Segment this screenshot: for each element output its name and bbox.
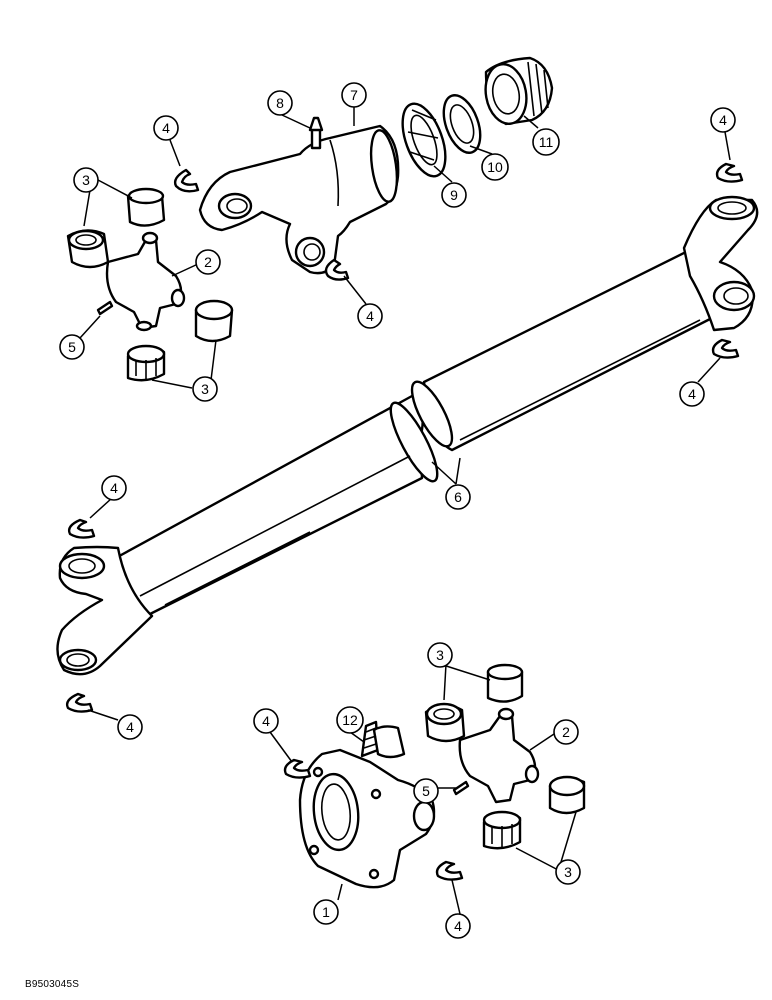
- grease-fitting-top: [308, 116, 324, 150]
- callout-9-label: 9: [450, 187, 458, 203]
- callout-4-h: 4: [445, 913, 471, 939]
- callout-4-c: 4: [710, 107, 736, 133]
- callout-5-a-label: 5: [68, 339, 76, 355]
- callout-5-a: 5: [59, 334, 85, 360]
- callout-4-a-label: 4: [162, 120, 170, 136]
- callout-1: 1: [313, 899, 339, 925]
- dust-seal: [401, 102, 447, 178]
- callout-10: 10: [481, 153, 509, 181]
- callout-4-d: 4: [679, 381, 705, 407]
- callout-2-b: 2: [553, 719, 579, 745]
- bearing-cup-lower-3: [482, 810, 522, 850]
- callout-11: 11: [532, 128, 560, 156]
- bearing-cup-upper-4: [194, 299, 234, 343]
- callout-4-f: 4: [117, 714, 143, 740]
- dust-cap: [484, 56, 554, 126]
- slip-yoke: [198, 124, 400, 275]
- callout-2-b-label: 2: [562, 724, 570, 740]
- bearing-cup-lower-1: [486, 663, 524, 703]
- callout-2-a: 2: [195, 249, 221, 275]
- callout-8: 8: [267, 90, 293, 116]
- callout-11-label: 11: [539, 134, 554, 150]
- flange-yoke: [298, 748, 436, 889]
- grease-fitting-upper: [96, 300, 114, 316]
- callout-4-a: 4: [153, 115, 179, 141]
- callout-4-b: 4: [357, 303, 383, 329]
- callout-6-label: 6: [454, 489, 462, 505]
- callout-2-a-label: 2: [204, 254, 212, 270]
- callout-4-f-label: 4: [126, 719, 134, 735]
- seal-washer: [442, 94, 482, 154]
- callout-3-b-label: 3: [201, 381, 209, 397]
- snap-ring-4: [711, 338, 740, 359]
- tube-yoke-left: [56, 545, 154, 676]
- callout-6: 6: [445, 484, 471, 510]
- callout-7: 7: [341, 82, 367, 108]
- snap-ring-6: [65, 692, 94, 713]
- cross-spider-upper: [105, 231, 186, 332]
- callout-3-c-label: 3: [436, 647, 444, 663]
- snap-ring-5: [67, 518, 96, 539]
- snap-ring-2: [324, 258, 350, 281]
- snap-ring-1: [173, 168, 200, 193]
- tube-yoke-right: [682, 195, 759, 332]
- snap-ring-3: [715, 162, 744, 183]
- drawing-id: B9503045S: [25, 979, 80, 990]
- callout-4-d-label: 4: [688, 386, 696, 402]
- callout-4-b-label: 4: [366, 308, 374, 324]
- callout-3-d-label: 3: [564, 864, 572, 880]
- callout-1-label: 1: [322, 904, 330, 920]
- callout-4-e-label: 4: [110, 480, 118, 496]
- callout-3-d: 3: [555, 859, 581, 885]
- bearing-cup-lower-4: [548, 775, 586, 815]
- bearing-cup-upper-3: [126, 344, 166, 382]
- callout-5-b-label: 5: [422, 783, 430, 799]
- callout-4-c-label: 4: [719, 112, 727, 128]
- callout-3-c: 3: [427, 642, 453, 668]
- callout-4-g-label: 4: [262, 713, 270, 729]
- callout-4-e: 4: [101, 475, 127, 501]
- callout-7-label: 7: [350, 87, 358, 103]
- drive-shaft-tube-left: [110, 394, 439, 616]
- callout-5-b: 5: [413, 778, 439, 804]
- callout-4-h-label: 4: [454, 918, 462, 934]
- callout-12-label: 12: [342, 712, 358, 728]
- drive-shaft-tube-right: [410, 248, 714, 452]
- callout-3-b: 3: [192, 376, 218, 402]
- callout-3-a-label: 3: [82, 172, 90, 188]
- cross-spider-lower: [458, 707, 540, 804]
- callout-12: 12: [336, 706, 364, 734]
- grease-fitting-lower: [452, 780, 470, 796]
- flange-bolt: [360, 720, 406, 759]
- callout-3-a: 3: [73, 167, 99, 193]
- callout-4-g: 4: [253, 708, 279, 734]
- callout-8-label: 8: [276, 95, 284, 111]
- callout-10-label: 10: [487, 159, 503, 175]
- bearing-cup-upper-2: [66, 229, 110, 269]
- snap-ring-7: [283, 758, 312, 779]
- bearing-cup-lower-2: [424, 702, 466, 743]
- snap-ring-8: [435, 860, 464, 881]
- bearing-cup-upper-1: [126, 187, 166, 227]
- callout-9: 9: [441, 182, 467, 208]
